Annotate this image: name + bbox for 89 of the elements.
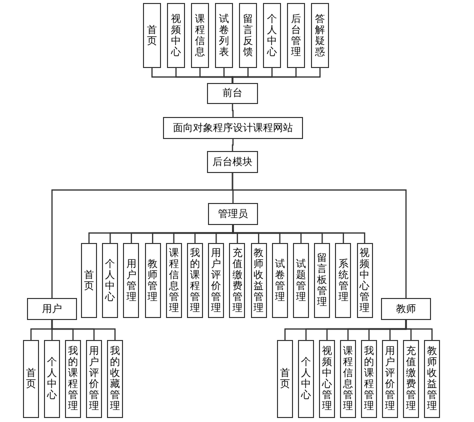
module-label: 首页	[147, 24, 157, 46]
module-label: 视频中心管理	[322, 346, 332, 412]
module-label: 试卷管理	[274, 258, 285, 302]
module-label: 教师收益管理	[427, 346, 437, 412]
module-label: 教师收益管理	[254, 248, 264, 314]
module-label: 个人中心	[267, 14, 277, 58]
module-box	[208, 243, 224, 318]
module-label: 首页	[84, 270, 94, 292]
module-label: 留言反馈	[243, 14, 253, 58]
module-box	[298, 340, 314, 418]
module-label: 我的课程管理	[364, 346, 374, 412]
module-box	[123, 243, 140, 318]
module-label: 我的课程管理	[190, 248, 200, 314]
module-label: 首页	[280, 368, 290, 390]
module-box	[163, 117, 303, 139]
module-label: 用户评价管理	[211, 248, 222, 314]
module-label: 课程信息	[195, 14, 205, 58]
module-box	[143, 3, 161, 68]
module-box	[239, 3, 257, 68]
module-box	[356, 243, 373, 318]
module-box	[311, 3, 329, 68]
module-label: 教师	[396, 302, 416, 316]
module-box	[166, 243, 182, 318]
module-label: 面向对象程序设计课程网站	[173, 122, 293, 136]
module-label: 我的课程管理	[68, 346, 78, 412]
module-box	[191, 3, 209, 68]
module-box	[207, 151, 258, 173]
module-label: 课程信息管理	[168, 248, 179, 314]
connector-line	[232, 68, 321, 83]
module-box	[382, 340, 398, 418]
module-label: 系统管理	[338, 258, 348, 302]
module-box	[424, 340, 440, 418]
module-box	[361, 340, 377, 418]
module-label: 用户评价管理	[385, 346, 395, 412]
module-box	[187, 243, 203, 318]
connector-line	[232, 225, 366, 243]
connector-line	[405, 320, 433, 340]
module-label: 充值缴费管理	[232, 248, 242, 314]
module-label: 前台	[222, 86, 242, 101]
module-box	[27, 298, 77, 320]
module-label: 留言板管理	[317, 253, 328, 308]
module-label: 视频中心	[171, 14, 181, 58]
module-label: 管理员	[218, 208, 248, 222]
module-box	[314, 243, 330, 318]
module-label: 视频中心管理	[360, 248, 370, 314]
module-box	[86, 340, 102, 418]
connector-line	[232, 104, 234, 117]
module-box	[207, 83, 258, 104]
module-box	[23, 340, 39, 418]
module-label: 用户评价管理	[89, 346, 99, 412]
module-box	[340, 340, 356, 418]
module-box	[215, 3, 233, 68]
module-box	[287, 3, 305, 68]
module-label: 后台模块	[212, 156, 252, 170]
module-label: 个人中心	[47, 357, 57, 401]
module-box	[229, 243, 246, 318]
module-label: 用户管理	[126, 258, 136, 302]
module-label: 答解疑惑	[315, 14, 325, 58]
module-box	[335, 243, 352, 318]
module-box	[102, 243, 118, 318]
module-label: 后台管理	[291, 14, 301, 58]
module-label: 充值缴费管理	[406, 346, 416, 412]
module-label: 试卷列表	[219, 14, 229, 58]
module-box	[144, 243, 161, 318]
module-box	[272, 243, 288, 318]
module-box	[381, 298, 431, 320]
module-label: 试题管理	[296, 258, 306, 302]
connector-line	[232, 139, 234, 151]
module-box	[167, 3, 185, 68]
module-box	[107, 340, 123, 418]
module-label: 用户	[42, 302, 62, 316]
module-label: 首页	[26, 368, 36, 390]
module-label: 我的收藏管理	[110, 346, 120, 412]
module-box	[65, 340, 81, 418]
module-label: 个人中心	[301, 357, 311, 401]
connector-line	[51, 320, 116, 340]
module-box	[293, 243, 309, 318]
module-box	[263, 3, 281, 68]
module-box	[277, 340, 293, 418]
module-box	[319, 340, 335, 418]
module-box	[208, 203, 258, 225]
module-label: 个人中心	[105, 258, 116, 302]
connector-line	[232, 173, 407, 298]
module-box	[250, 243, 267, 318]
module-box	[44, 340, 60, 418]
module-box	[81, 243, 97, 318]
module-label: 课程信息管理	[343, 346, 353, 412]
module-label: 教师管理	[148, 258, 158, 302]
module-box	[403, 340, 419, 418]
